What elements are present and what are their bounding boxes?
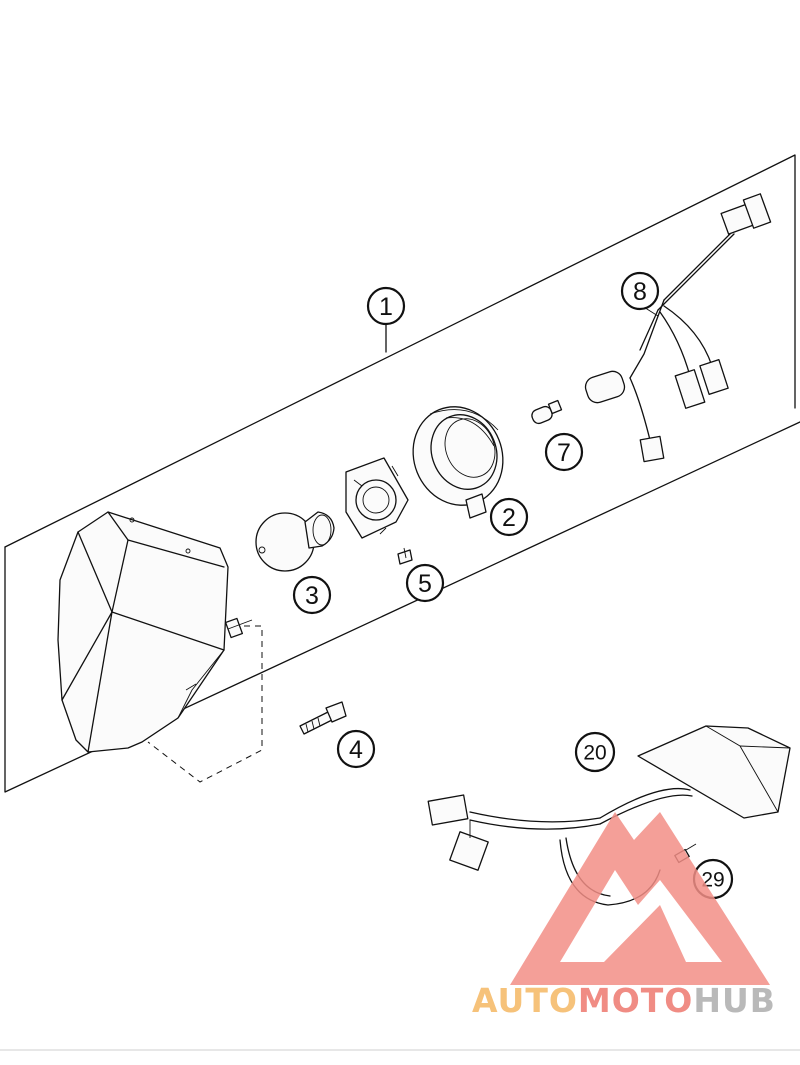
headlight-mask [57,511,253,753]
svg-text:7: 7 [557,439,571,467]
callout-8: 8 [620,271,660,311]
clip-part [397,547,413,565]
callout-4: 4 [336,729,376,769]
svg-text:5: 5 [418,570,432,598]
callout-5: 5 [405,563,445,603]
callout-7: 7 [544,432,584,472]
parking-bulb [531,399,563,425]
watermark-text: AUTOMOTOHUB [472,981,776,1020]
svg-text:1: 1 [379,293,393,321]
svg-text:3: 3 [305,582,319,610]
leader-lines [385,303,659,353]
svg-text:20: 20 [583,742,606,765]
watermark-moto: MOTO [578,981,693,1020]
callout-1: 1 [366,286,406,326]
watermark-auto: AUTO [472,981,578,1020]
triangle-logo-icon [510,812,770,985]
main-bulb [255,511,335,572]
assembly-outline [4,154,800,793]
callout-20: 20 [574,731,616,773]
protective-plate [637,725,791,819]
watermark-logo [510,812,770,985]
mounting-dash-lines [147,625,263,783]
callout-2: 2 [489,497,529,537]
headlight-wiring-harness [584,193,772,463]
screw-part [299,701,347,735]
lower-wiring-harness [427,787,693,906]
svg-text:29: 29 [701,869,724,892]
svg-text:4: 4 [349,736,363,764]
callout-3: 3 [292,575,332,615]
watermark-hub: HUB [693,981,776,1020]
rubber-boot [412,406,504,519]
svg-text:8: 8 [633,278,647,306]
bulb-holder-ring [345,457,409,539]
svg-text:2: 2 [502,504,516,532]
